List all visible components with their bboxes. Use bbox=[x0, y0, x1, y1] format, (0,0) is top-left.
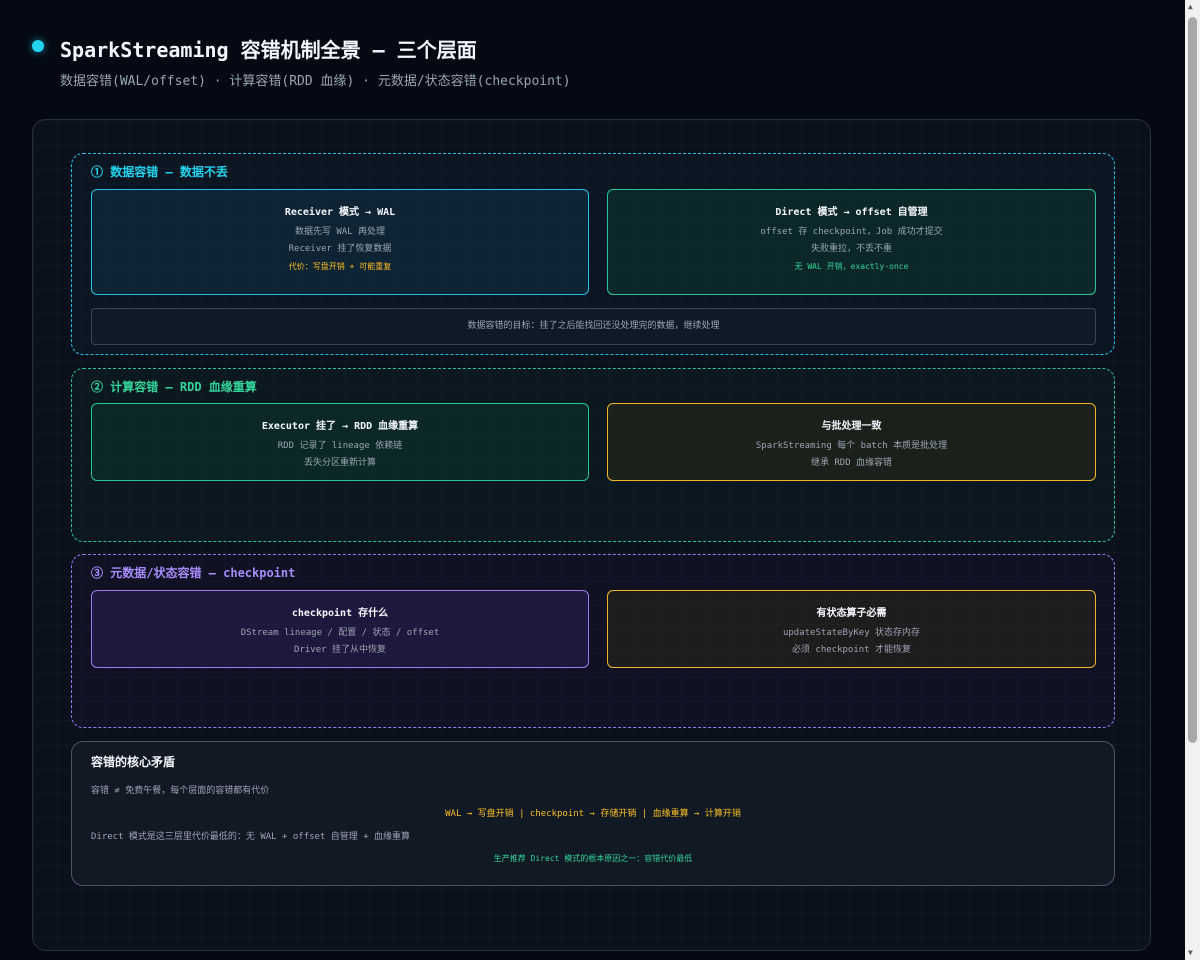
scrollbar-thumb[interactable] bbox=[1188, 17, 1197, 743]
card-line: 失败重拉，不丢不重 bbox=[810, 244, 892, 254]
card-line: 继承 RDD 血缘容错 bbox=[810, 458, 893, 468]
card-note: 无 WAL 开销，exactly-once bbox=[794, 262, 909, 271]
card-batch-consistent: 与批处理一致 SparkStreaming 每个 batch 本质是批处理 继承… bbox=[607, 403, 1096, 481]
card-title: 有状态算子必需 bbox=[816, 608, 887, 619]
core-cost-line: WAL → 写盘开销 | checkpoint → 存储开销 | 血缘重算 → … bbox=[445, 809, 741, 819]
page-title: SparkStreaming 容错机制全景 — 三个层面 bbox=[60, 38, 477, 62]
card-line: 必须 checkpoint 才能恢复 bbox=[791, 645, 912, 655]
card-receiver-wal: Receiver 模式 → WAL 数据先写 WAL 再处理 Receiver … bbox=[91, 189, 589, 295]
layer-title: ③ 元数据/状态容错 — checkpoint bbox=[91, 566, 296, 580]
card-title: Receiver 模式 → WAL bbox=[284, 207, 396, 218]
card-direct-offset: Direct 模式 → offset 自管理 offset 存 checkpoi… bbox=[607, 189, 1096, 295]
card-stateful-operators: 有状态算子必需 updateStateByKey 状态存内存 必须 checkp… bbox=[607, 590, 1096, 668]
card-line: DStream lineage / 配置 / 状态 / offset bbox=[240, 628, 440, 638]
card-line: updateStateByKey 状态存内存 bbox=[782, 628, 921, 638]
card-line: offset 存 checkpoint，Job 成功才提交 bbox=[760, 227, 943, 237]
data-fault-tolerance-goal: 数据容错的目标：挂了之后能找回还没处理完的数据，继续处理 bbox=[91, 308, 1096, 345]
card-line: RDD 记录了 lineage 依赖链 bbox=[277, 441, 403, 451]
card-line: 数据先写 WAL 再处理 bbox=[294, 227, 386, 237]
scroll-up-arrow-icon[interactable]: ▲ bbox=[1188, 2, 1193, 11]
page-subtitle: 数据容错(WAL/offset) · 计算容错(RDD 血缘) · 元数据/状态… bbox=[60, 74, 571, 89]
core-recommendation: 生产推荐 Direct 模式的根本原因之一：容错代价最低 bbox=[493, 854, 693, 863]
layer-title: ① 数据容错 — 数据不丢 bbox=[91, 165, 228, 179]
title-dot-icon bbox=[32, 40, 44, 52]
card-line: Receiver 挂了恢复数据 bbox=[288, 244, 392, 254]
card-title: Direct 模式 → offset 自管理 bbox=[775, 207, 928, 218]
card-checkpoint-contents: checkpoint 存什么 DStream lineage / 配置 / 状态… bbox=[91, 590, 589, 668]
card-title: Executor 挂了 → RDD 血缘重算 bbox=[261, 421, 419, 432]
core-title: 容错的核心矛盾 bbox=[91, 755, 176, 769]
scroll-down-arrow-icon[interactable]: ▼ bbox=[1188, 948, 1193, 957]
layer-metadata-state-fault-tolerance: ③ 元数据/状态容错 — checkpoint checkpoint 存什么 D… bbox=[71, 554, 1115, 728]
core-line: 容错 ≠ 免费午餐，每个层面的容错都有代价 bbox=[91, 786, 270, 796]
card-title: 与批处理一致 bbox=[821, 421, 882, 432]
layer-compute-fault-tolerance: ② 计算容错 — RDD 血缘重算 Executor 挂了 → RDD 血缘重算… bbox=[71, 368, 1115, 542]
vertical-scrollbar[interactable]: ▲ ▼ bbox=[1185, 0, 1200, 960]
card-line: SparkStreaming 每个 batch 本质是批处理 bbox=[755, 441, 948, 451]
layer-data-fault-tolerance: ① 数据容错 — 数据不丢 Receiver 模式 → WAL 数据先写 WAL… bbox=[71, 153, 1115, 355]
layer-title: ② 计算容错 — RDD 血缘重算 bbox=[91, 380, 257, 394]
card-note: 代价：写盘开销 + 可能重复 bbox=[288, 262, 392, 271]
card-executor-lineage: Executor 挂了 → RDD 血缘重算 RDD 记录了 lineage 依… bbox=[91, 403, 589, 481]
card-line: Driver 挂了从中恢复 bbox=[294, 645, 386, 655]
core-contradiction-box: 容错的核心矛盾 容错 ≠ 免费午餐，每个层面的容错都有代价 WAL → 写盘开销… bbox=[71, 741, 1115, 886]
core-line: Direct 模式是这三层里代价最低的：无 WAL + offset 自管理 +… bbox=[91, 832, 411, 842]
diagram-panel: ① 数据容错 — 数据不丢 Receiver 模式 → WAL 数据先写 WAL… bbox=[32, 119, 1151, 951]
card-title: checkpoint 存什么 bbox=[291, 608, 389, 619]
card-line: 丢失分区重新计算 bbox=[303, 458, 376, 468]
